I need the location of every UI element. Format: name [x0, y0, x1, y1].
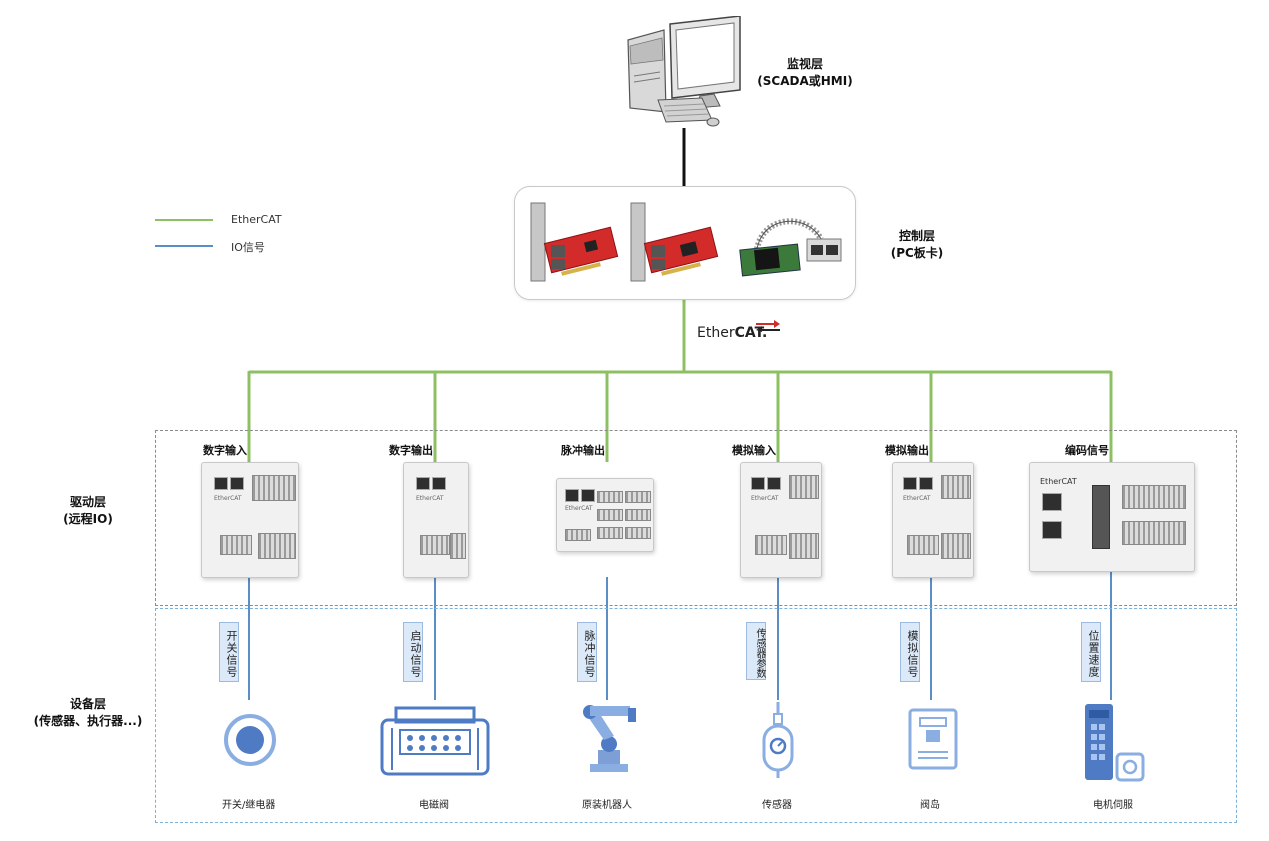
pci-card-2 — [630, 202, 719, 282]
device-label-robot: 原装机器人 — [582, 800, 632, 811]
rj45-port — [230, 477, 244, 490]
rj45-port — [581, 489, 595, 502]
device-layer-label: 设备层 (传感器、执行器...) — [20, 696, 156, 730]
terminal-block — [597, 509, 623, 521]
terminal-block — [789, 533, 819, 559]
signal-tag-switch: 开关信号 — [219, 622, 239, 682]
servo-motor-icon — [1085, 704, 1145, 782]
device-layer-subtitle: (传感器、执行器...) — [33, 714, 143, 728]
signal-tag-position: 位置速度 — [1081, 622, 1101, 682]
control-layer-subtitle: (PC板卡) — [890, 246, 944, 260]
encoder-connector — [1092, 485, 1110, 549]
remote-io-module-analog-input: EtherCAT — [740, 462, 822, 578]
module-brand: EtherCAT — [214, 495, 242, 502]
device-label-servo: 电机伺服 — [1093, 800, 1133, 811]
device-label-sensor: 传感器 — [762, 800, 792, 811]
signal-tag-analog: 模拟信号 — [900, 622, 920, 682]
terminal-block — [220, 535, 252, 555]
signal-tag-pulse: 脉冲信号 — [577, 622, 597, 682]
terminal-block — [789, 475, 819, 499]
sensor-icon — [762, 702, 794, 778]
terminal-block — [565, 529, 591, 541]
module-label-encoder: 编码信号 — [1065, 444, 1109, 457]
rj45-port — [214, 477, 228, 490]
remote-io-module-encoder: EtherCAT — [1029, 462, 1195, 572]
module-brand: EtherCAT — [751, 495, 779, 502]
signal-tag-start: 启动信号 — [403, 622, 423, 682]
remote-io-module-pulse-output: EtherCAT — [556, 478, 654, 552]
terminal-block — [1122, 521, 1186, 545]
computer-icon — [627, 16, 741, 127]
supervision-layer-subtitle: (SCADA或HMI) — [757, 74, 853, 88]
terminal-block — [597, 491, 623, 503]
rj45-port — [1042, 521, 1062, 539]
control-layer-label: 控制层 (PC板卡) — [862, 228, 972, 262]
supervision-layer-label: 监视层 (SCADA或HMI) — [750, 56, 860, 90]
device-label-valve-island: 阀岛 — [920, 800, 940, 811]
rj45-port — [565, 489, 579, 502]
device-layer-title: 设备层 — [69, 697, 106, 711]
control-layer-box — [514, 186, 856, 300]
remote-io-module-digital-output: EtherCAT — [403, 462, 469, 578]
terminal-block — [252, 475, 296, 501]
supervision-layer-title: 监视层 — [786, 57, 823, 71]
device-layer-box — [155, 608, 1237, 823]
terminal-block — [625, 527, 651, 539]
module-brand: EtherCAT — [903, 495, 931, 502]
rj45-port — [919, 477, 933, 490]
pci-card-1 — [530, 202, 619, 282]
rj45-port — [767, 477, 781, 490]
module-label-digital-input: 数字输入 — [203, 444, 247, 457]
module-label-analog-input: 模拟输入 — [732, 444, 776, 457]
rj45-port — [903, 477, 917, 490]
module-brand: EtherCAT — [1040, 477, 1077, 486]
drive-layer-label: 驱动层 (远程IO) — [40, 494, 136, 528]
solenoid-valve-icon — [380, 706, 490, 776]
module-label-pulse-output: 脉冲输出 — [561, 444, 605, 457]
rj45-port — [416, 477, 430, 490]
drive-layer-box — [155, 430, 1237, 606]
remote-io-module-analog-output: EtherCAT — [892, 462, 974, 578]
terminal-block — [258, 533, 296, 559]
rj45-port — [751, 477, 765, 490]
remote-io-module-digital-input: EtherCAT — [201, 462, 299, 578]
signal-tag-sensor: 传感器参数 — [746, 622, 766, 680]
device-label-solenoid: 电磁阀 — [419, 800, 449, 811]
drive-layer-subtitle: (远程IO) — [63, 512, 113, 526]
module-label-digital-output: 数字输出 — [389, 444, 433, 457]
terminal-block — [420, 535, 450, 555]
legend-ethercat-swatch — [155, 219, 213, 221]
drive-layer-title: 驱动层 — [69, 495, 106, 509]
terminal-block — [755, 535, 787, 555]
rj45-port — [432, 477, 446, 490]
valve-island-icon — [908, 708, 958, 770]
ethercat-logo-arrows — [756, 320, 780, 332]
module-brand: EtherCAT — [565, 505, 593, 512]
ethercat-mini-card — [739, 218, 842, 277]
legend-ethercat-label: EtherCAT — [231, 213, 282, 226]
ethercat-logo-prefix: Ether — [697, 325, 735, 341]
terminal-block — [1122, 485, 1186, 509]
terminal-block — [941, 475, 971, 499]
terminal-block — [625, 491, 651, 503]
module-brand: EtherCAT — [416, 495, 444, 502]
rj45-port — [1042, 493, 1062, 511]
legend-io-label: IO信号 — [231, 241, 265, 254]
robot-arm-icon — [583, 705, 636, 772]
terminal-block — [625, 509, 651, 521]
terminal-block — [450, 533, 466, 559]
legend-io-swatch — [155, 245, 213, 247]
module-label-analog-output: 模拟输出 — [885, 444, 929, 457]
push-button-icon — [224, 714, 276, 766]
terminal-block — [907, 535, 939, 555]
control-layer-title: 控制层 — [898, 229, 935, 243]
terminal-block — [941, 533, 971, 559]
device-label-switch: 开关/继电器 — [222, 800, 276, 811]
terminal-block — [597, 527, 623, 539]
